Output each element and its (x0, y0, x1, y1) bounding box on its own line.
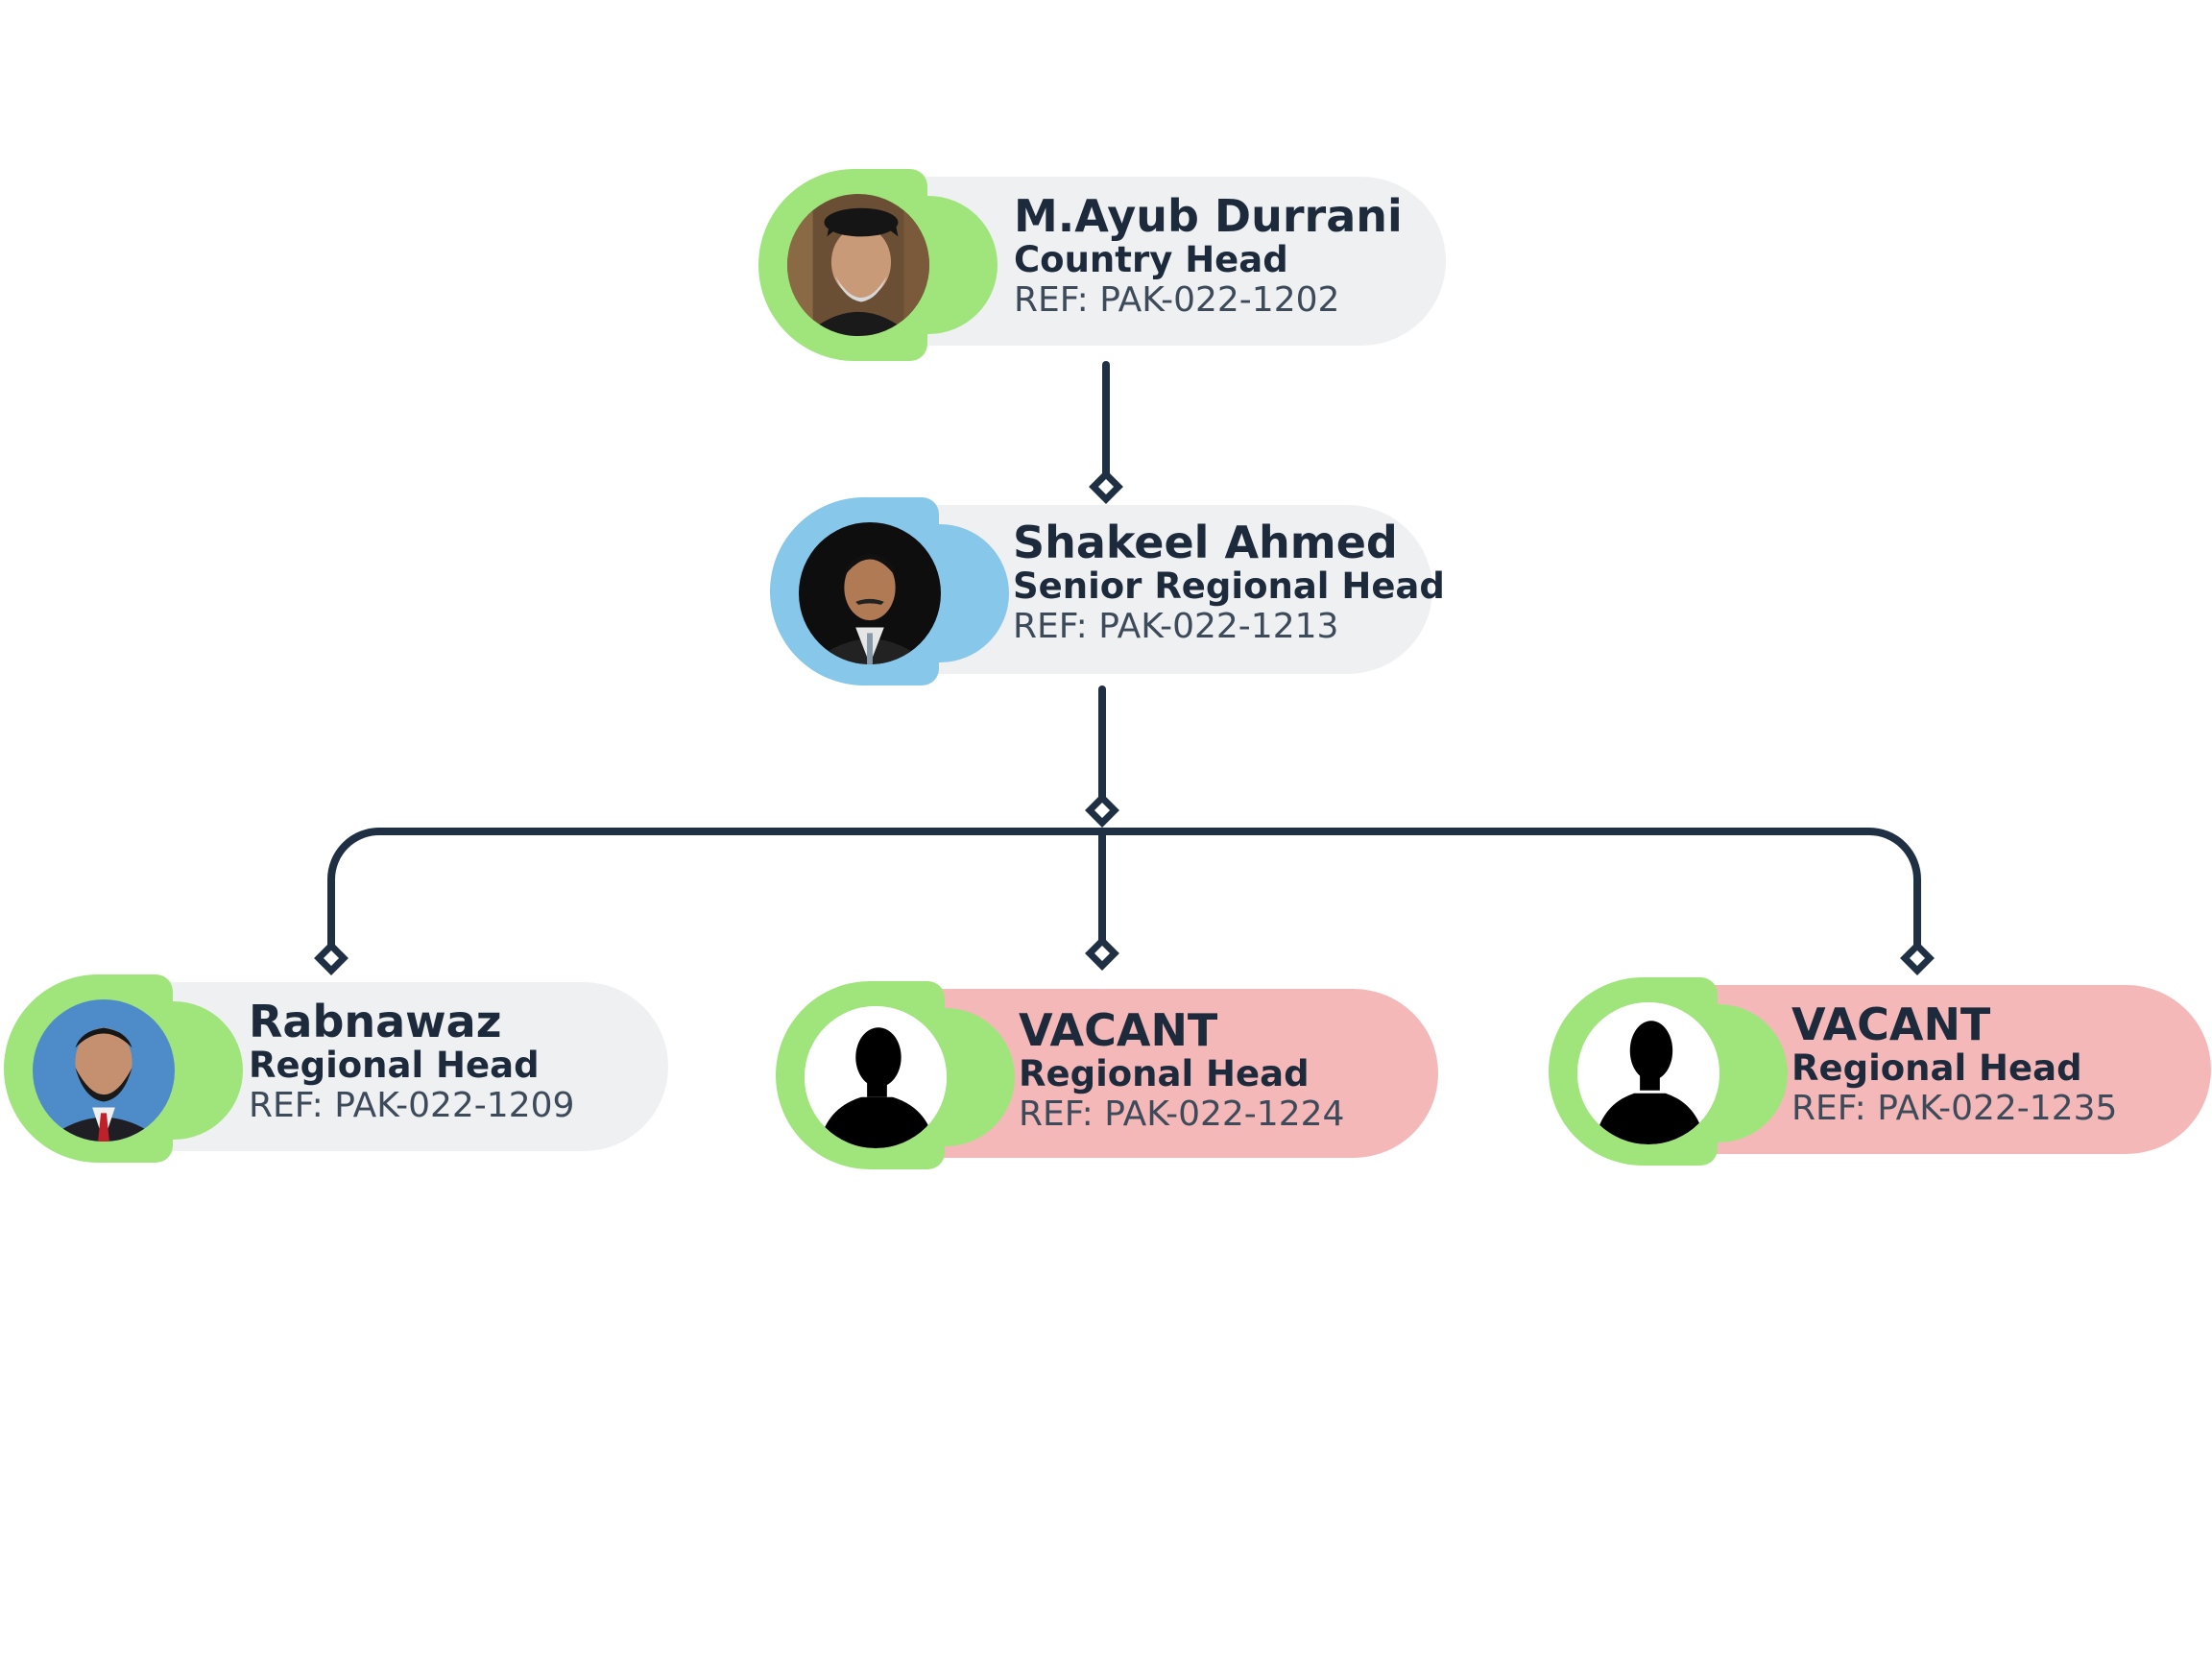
avatar-shakeel-ahmed (799, 522, 941, 664)
node-ref: REF: PAK-022-1235 (1791, 1089, 2118, 1128)
node-name: Shakeel Ahmed (1013, 517, 1398, 568)
node-role: Senior Regional Head (1013, 565, 1445, 607)
node-name: M.Ayub Durrani (1014, 190, 1403, 242)
node-role: Regional Head (249, 1045, 540, 1086)
node-ref: REF: PAK-022-1224 (1019, 1094, 1345, 1134)
avatar-m-ayub-durrani (787, 194, 929, 336)
node-text: Shakeel Ahmed Senior Regional Head REF: … (1013, 518, 1445, 647)
node-name: VACANT (1019, 1004, 1218, 1056)
avatar-rabnawaz (33, 999, 175, 1142)
node-text: VACANT Regional Head REF: PAK-022-1235 (1791, 1000, 2117, 1129)
connector-diamond (1085, 936, 1119, 971)
connector-diamond (1085, 793, 1119, 828)
node-text: Rabnawaz Regional Head REF: PAK-022-1209 (249, 998, 574, 1126)
node-role: Regional Head (1791, 1047, 2082, 1089)
org-node-regional-head-vacant-1235: VACANT Regional Head REF: PAK-022-1235 (1549, 977, 2211, 1166)
node-ref: REF: PAK-022-1213 (1013, 607, 1339, 646)
node-ref: REF: PAK-022-1209 (249, 1086, 575, 1125)
portrait-photo-icon (799, 522, 941, 664)
node-name: Rabnawaz (249, 996, 502, 1047)
connector-branch-left (327, 828, 1106, 952)
node-ref: REF: PAK-022-1202 (1014, 280, 1340, 320)
org-node-senior-regional-head: Shakeel Ahmed Senior Regional Head REF: … (770, 497, 1445, 685)
avatar-vacant (1577, 1002, 1719, 1144)
person-silhouette-icon (805, 1006, 947, 1148)
connector-diamond (1089, 469, 1123, 504)
connector-diamond (1900, 941, 1935, 975)
person-silhouette-icon (1577, 1002, 1719, 1144)
node-role: Country Head (1014, 239, 1288, 280)
org-node-regional-head-rabnawaz: Rabnawaz Regional Head REF: PAK-022-1209 (4, 974, 668, 1163)
node-name: VACANT (1791, 998, 1991, 1050)
connector-diamond (314, 941, 349, 975)
avatar-vacant (805, 1006, 947, 1148)
connector-branch-right (1098, 828, 1921, 952)
node-role: Regional Head (1019, 1053, 1310, 1094)
org-node-regional-head-vacant-1224: VACANT Regional Head REF: PAK-022-1224 (776, 981, 1438, 1169)
org-node-country-head: M.Ayub Durrani Country Head REF: PAK-022… (758, 169, 1446, 361)
portrait-photo-icon (33, 999, 175, 1142)
node-text: VACANT Regional Head REF: PAK-022-1224 (1019, 1006, 1344, 1135)
portrait-photo-icon (787, 194, 929, 336)
node-text: M.Ayub Durrani Country Head REF: PAK-022… (1014, 192, 1403, 321)
